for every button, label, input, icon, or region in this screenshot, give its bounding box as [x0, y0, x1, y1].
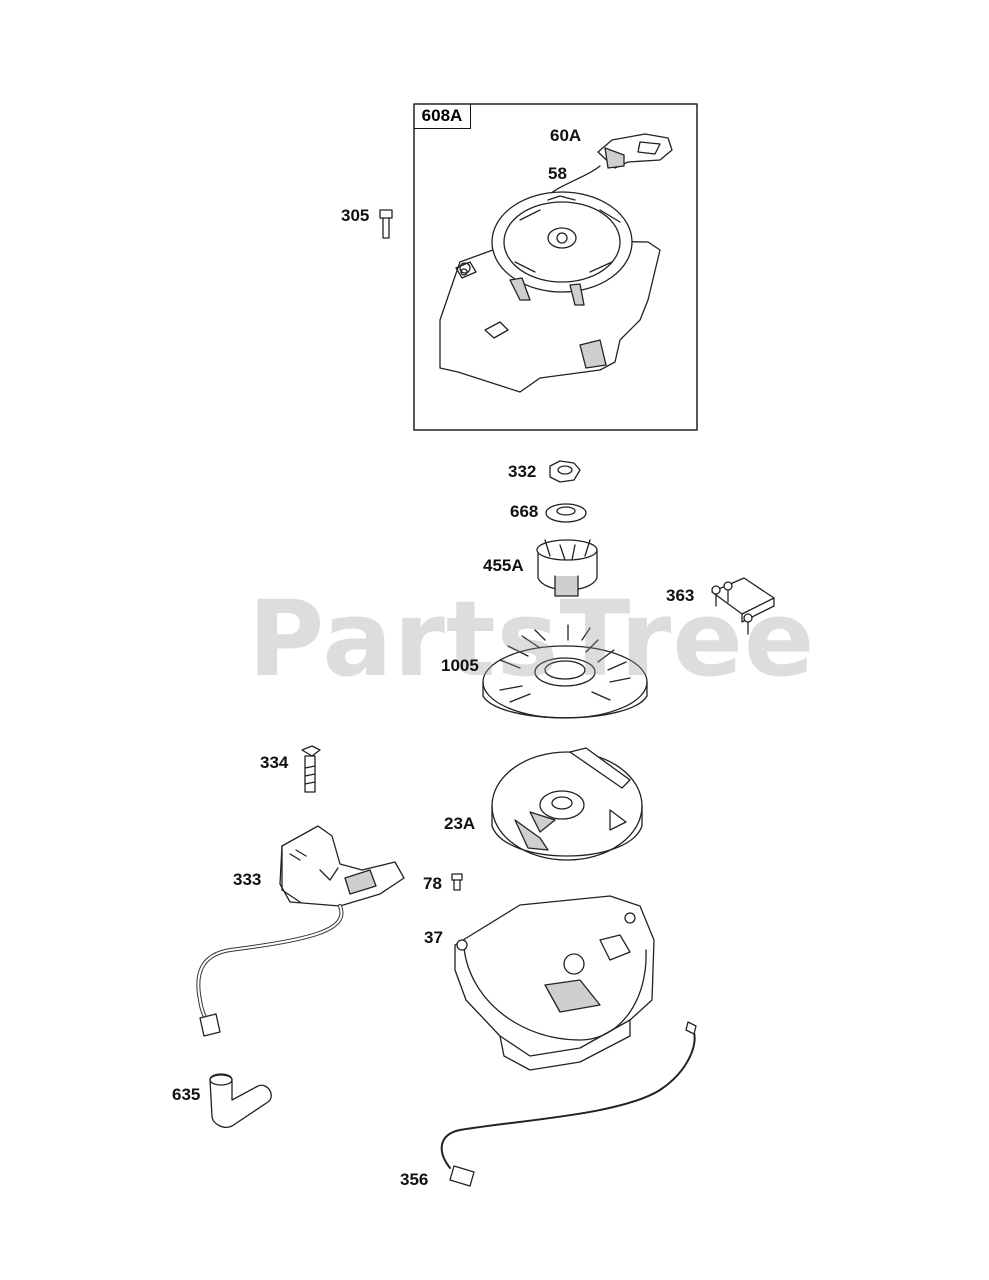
- part-356-ground-wire: [440, 1021, 697, 1187]
- label-23a[interactable]: 23A: [444, 814, 476, 833]
- label-635[interactable]: 635: [172, 1085, 201, 1104]
- label-78[interactable]: 78: [423, 874, 442, 893]
- watermark: PartsTree: [248, 578, 816, 700]
- part-332-nut: [549, 460, 581, 483]
- label-668[interactable]: 668: [510, 502, 539, 521]
- label-334[interactable]: 334: [260, 753, 289, 772]
- label-305[interactable]: 305: [341, 206, 370, 225]
- part-37-blower-housing: [454, 895, 655, 1071]
- part-305-screw: [379, 209, 393, 239]
- label-58[interactable]: 58: [548, 164, 567, 183]
- part-23a-flywheel: [491, 747, 643, 861]
- label-363[interactable]: 363: [666, 586, 695, 605]
- label-356[interactable]: 356: [400, 1170, 429, 1189]
- part-1005-flywheel-fan: [482, 624, 648, 719]
- part-78-screw: [451, 873, 463, 891]
- label-333[interactable]: 333: [233, 870, 262, 889]
- label-60a[interactable]: 60A: [550, 126, 582, 145]
- label-37[interactable]: 37: [424, 928, 443, 947]
- assembly-tag-608a: 608A: [414, 104, 471, 129]
- part-363-bracket: [711, 577, 775, 635]
- label-455a[interactable]: 455A: [483, 556, 524, 575]
- label-332[interactable]: 332: [508, 462, 537, 481]
- part-60a-handle: [597, 133, 673, 169]
- part-455a-starter-cup: [536, 539, 598, 597]
- part-333-ignition-armature: [196, 825, 405, 1037]
- part-668-washer: [545, 503, 587, 523]
- label-1005[interactable]: 1005: [441, 656, 479, 675]
- part-334-bolt: [301, 745, 321, 793]
- part-635-spark-plug-boot: [209, 1073, 272, 1128]
- assembly-box-608a: [413, 103, 698, 431]
- part-608a-starter-housing: [439, 191, 661, 393]
